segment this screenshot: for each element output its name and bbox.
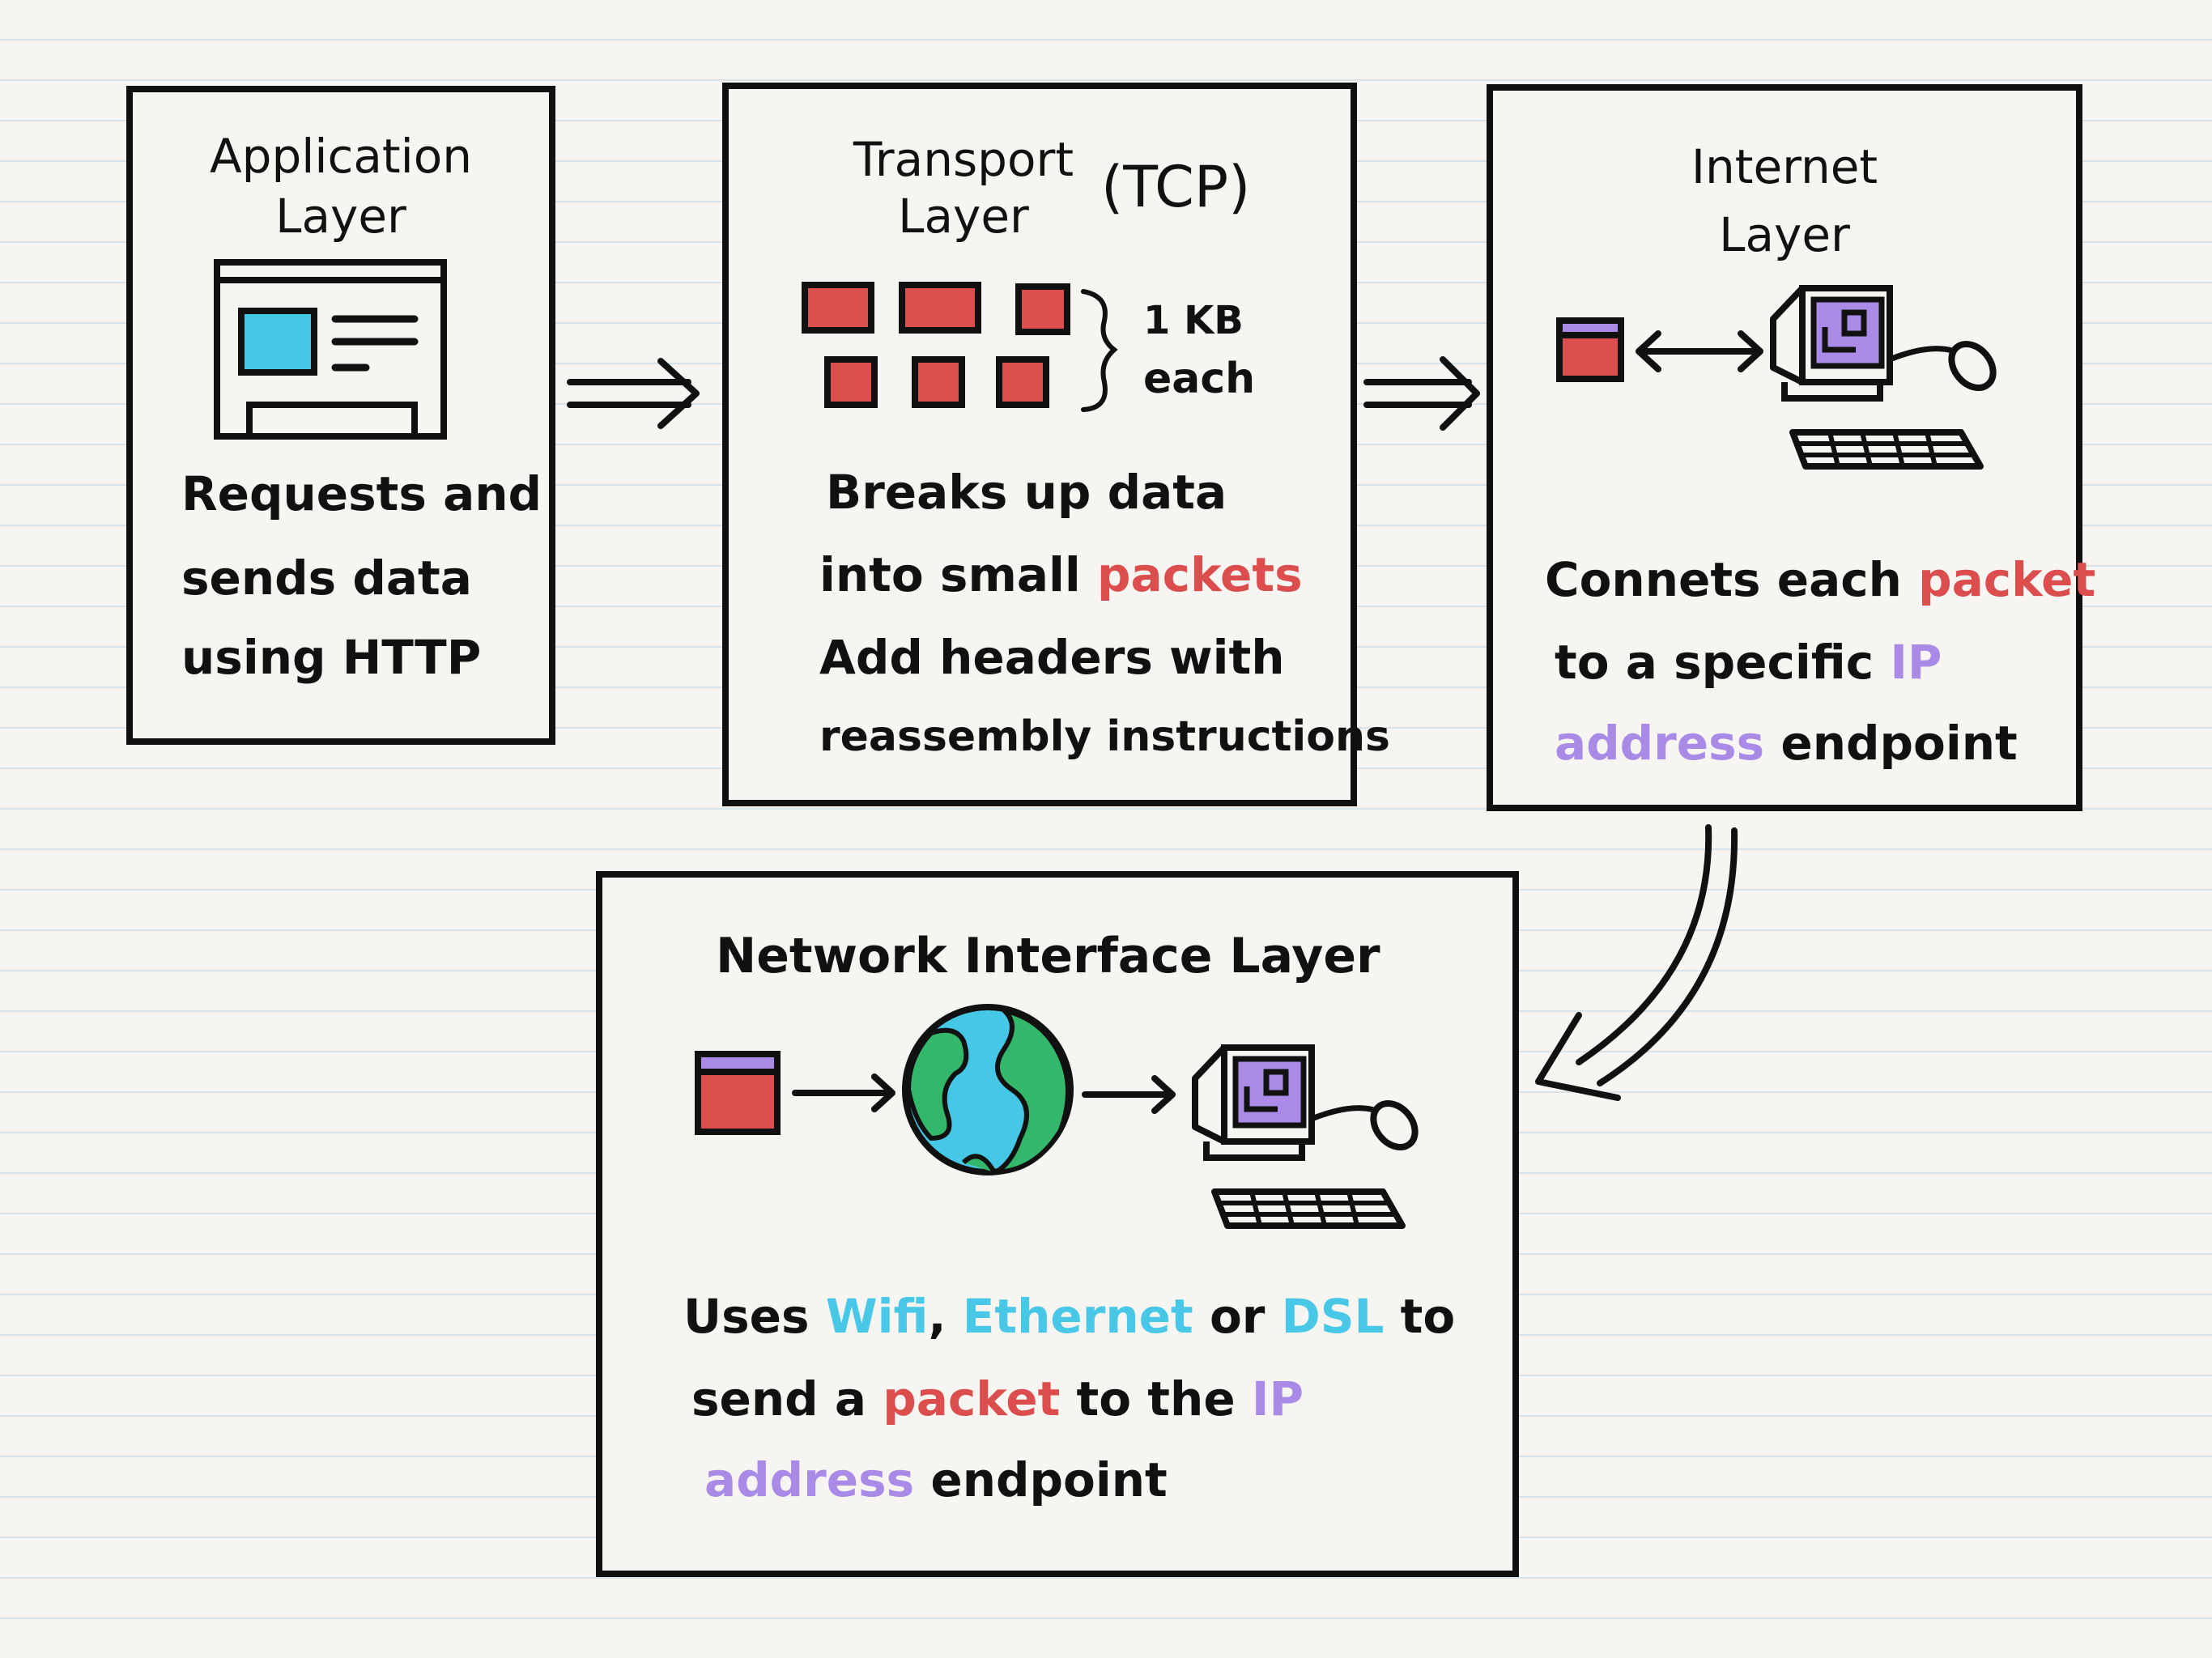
network-line3-endpoint: endpoint [930, 1452, 1168, 1507]
computer-icon [1192, 1044, 1419, 1229]
internet-ip-highlight: IP [1890, 635, 1942, 690]
packet-icon [1556, 317, 1624, 382]
network-line1-to: to [1400, 1289, 1456, 1344]
application-body-line2: sends data [181, 551, 472, 606]
internet-body-line1: Connets each packet [1545, 552, 2095, 607]
network-interface-layer-panel: Network Interface Layer Uses Wif [596, 871, 1519, 1577]
double-arrow-icon [567, 358, 700, 429]
network-body-line2: send a packet to the IP [691, 1371, 1304, 1426]
network-ip-highlight: IP [1251, 1371, 1304, 1426]
network-address-highlight: address [704, 1452, 915, 1507]
ethernet-highlight: Ethernet [962, 1289, 1193, 1344]
transport-body-line3: Add headers with [819, 630, 1285, 685]
internet-body-line2-text: to a specific [1555, 635, 1874, 690]
transport-body-line1: Breaks up data [826, 465, 1227, 520]
arrow-right-icon [1082, 1075, 1176, 1114]
double-arrow-icon [1363, 356, 1480, 431]
application-layer-panel: Application Layer Requests and sends dat… [126, 86, 555, 745]
transport-body-line2-text: into small [819, 547, 1081, 602]
internet-body-line1-text: Connets each [1545, 552, 1902, 607]
dsl-highlight: DSL [1281, 1289, 1385, 1344]
wifi-highlight: Wifi [825, 1289, 929, 1344]
network-line2-send: send a [691, 1371, 866, 1426]
transport-body-line2: into small packets [819, 547, 1303, 602]
transport-title-line2: Layer [898, 189, 1029, 244]
packet-icon [695, 1051, 781, 1135]
arrow-right-icon [792, 1073, 895, 1112]
packet-group-icon [802, 282, 1070, 408]
network-packet-highlight: packet [883, 1371, 1061, 1426]
internet-body-line3: address endpoint [1555, 716, 2018, 771]
browser-window-icon [214, 259, 447, 440]
transport-packets-highlight: packets [1097, 547, 1303, 602]
application-title-line1: Application [209, 129, 473, 184]
network-body-line1: Uses Wifi, Ethernet or DSL to [683, 1289, 1455, 1344]
internet-body-line2: to a specific IP [1555, 635, 1942, 690]
transport-body-line4: reassembly instructions [819, 712, 1390, 761]
computer-icon [1770, 285, 1997, 470]
application-body-line1: Requests and [181, 466, 542, 521]
packet-size-line1: 1 KB [1143, 298, 1244, 343]
globe-icon [902, 1004, 1074, 1175]
application-layer-title: Application Layer [133, 126, 549, 246]
network-line1-uses: Uses [683, 1289, 810, 1344]
network-line2-tothe: to the [1076, 1371, 1236, 1426]
transport-title-line1: Transport [853, 132, 1074, 187]
internet-title-line1: Internet [1691, 139, 1878, 194]
brace-icon [1081, 289, 1118, 412]
packet-size-line2: each [1143, 355, 1256, 403]
internet-layer-panel: Internet Layer Connets each packet to a … [1487, 84, 2095, 811]
network-line1-comma: , [928, 1289, 946, 1344]
internet-body-line3-text: endpoint [1780, 716, 2018, 771]
application-title-line2: Layer [275, 189, 406, 244]
network-line1-or: or [1209, 1289, 1266, 1344]
internet-address-highlight: address [1555, 716, 1765, 771]
network-body-line3: address endpoint [704, 1452, 1168, 1507]
internet-layer-title: Internet Layer [1493, 133, 2076, 269]
internet-title-line2: Layer [1719, 207, 1850, 262]
curved-double-arrow-icon [1535, 824, 1738, 1101]
transport-layer-title: Transport Layer [810, 131, 1117, 244]
network-interface-layer-title: Network Interface Layer [716, 928, 1380, 984]
application-body-line3: using HTTP [181, 630, 482, 685]
transport-title-tcp: (TCP) [1101, 154, 1251, 220]
bidirectional-arrow-icon [1636, 330, 1763, 372]
transport-layer-panel: Transport Layer (TCP) 1 KB each Breaks u… [722, 83, 1390, 806]
internet-packet-highlight: packet [1918, 552, 2096, 607]
